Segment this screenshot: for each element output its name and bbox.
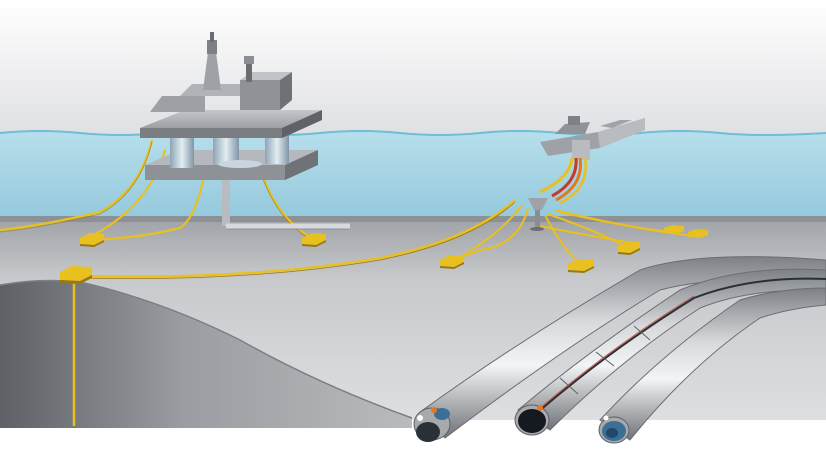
umbilical-main-shadow [79, 201, 516, 280]
offshore-platform [140, 32, 322, 180]
template-box [60, 266, 92, 284]
sea-water [0, 131, 826, 222]
pipeline-middle-end [514, 404, 550, 436]
risers [539, 157, 587, 205]
template-box [664, 225, 684, 234]
sea-surface-line [0, 130, 826, 136]
pipeline-right [599, 287, 826, 441]
subsea-templates [60, 225, 708, 284]
seabed-horizon [0, 216, 826, 222]
pipeline-middle [517, 268, 826, 431]
template-box [80, 233, 104, 247]
ship-turret [572, 140, 590, 160]
platform-flare-tower [246, 62, 252, 82]
template-box [568, 259, 594, 273]
umbilical-main [79, 199, 516, 278]
platform-column-pipe [222, 168, 230, 226]
pipeline-right-end [598, 415, 630, 444]
subsea-manifold [528, 198, 548, 231]
template-box [688, 229, 708, 238]
cliff-edge [0, 279, 413, 419]
platform-module [150, 96, 205, 112]
template-box [302, 233, 326, 247]
template-box [440, 255, 464, 269]
sky [0, 0, 826, 135]
pipeline-left-end [413, 407, 451, 442]
template-box [618, 241, 640, 255]
ship-bridge [555, 122, 590, 134]
pipelines [413, 256, 826, 444]
pipeline-middle-stripe [537, 277, 826, 413]
fpso-ship [540, 116, 645, 160]
seabed-cliff [0, 280, 412, 428]
platform-derrick [203, 52, 221, 90]
